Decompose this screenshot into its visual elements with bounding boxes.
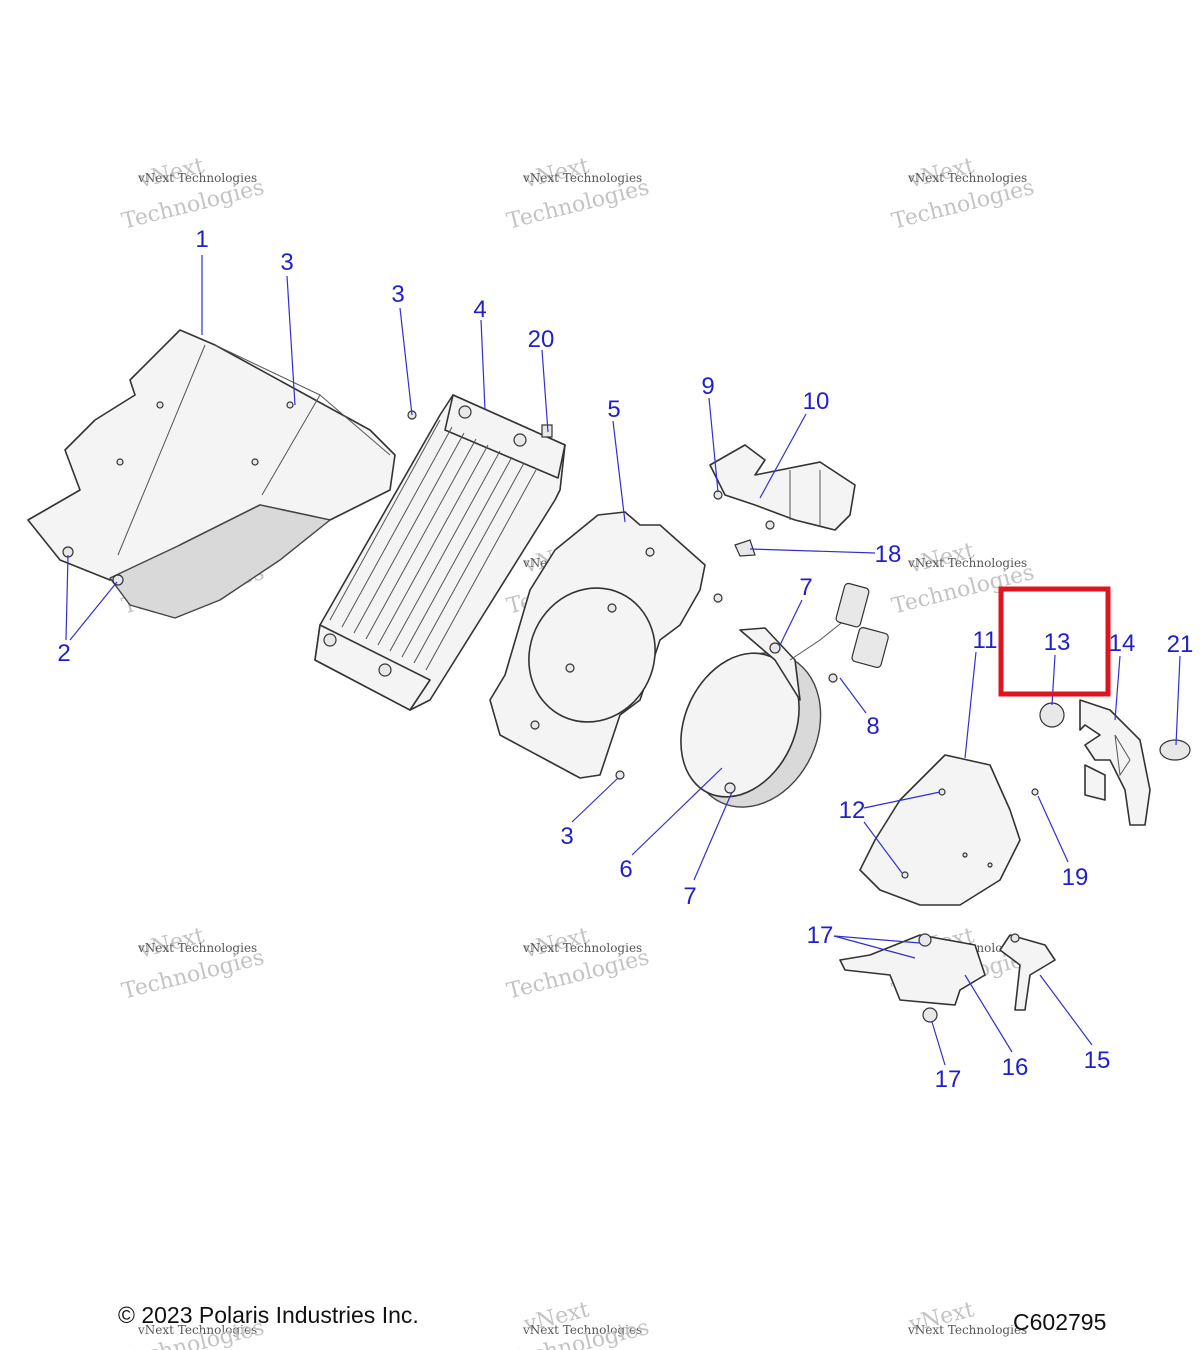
callout-7: 7 xyxy=(683,883,696,910)
svg-text:vNext Technologies: vNext Technologies xyxy=(907,556,1027,570)
callout-11: 11 xyxy=(973,627,998,654)
watermark: vNext vNext Technologies Technologies xyxy=(119,153,266,234)
diagram-code: C602795 xyxy=(1013,1309,1107,1335)
part-fan-shroud-plate xyxy=(489,511,706,779)
watermark: vNext vNext Technologies Technologies xyxy=(889,153,1036,234)
callout-1: 1 xyxy=(195,226,208,253)
callout-8: 8 xyxy=(866,713,879,740)
watermark: vNext vNext Technologies Technologies xyxy=(504,153,651,234)
svg-text:vNext Technologies: vNext Technologies xyxy=(137,171,257,185)
svg-text:vNext Technologies: vNext Technologies xyxy=(137,1323,257,1337)
callout-18: 18 xyxy=(875,541,902,568)
svg-text:vNext Technologies: vNext Technologies xyxy=(137,941,257,955)
callout-16: 16 xyxy=(1002,1054,1029,1081)
svg-text:vNext Technologies: vNext Technologies xyxy=(907,171,1027,185)
callout-3: 3 xyxy=(280,249,293,276)
watermark: vNext vNext Technologies Technologies xyxy=(119,923,266,1004)
radiator-fins xyxy=(329,419,537,671)
callout-4: 4 xyxy=(473,296,486,323)
callout-21: 21 xyxy=(1167,631,1194,658)
callout-13: 13 xyxy=(1044,629,1071,656)
callout-10: 10 xyxy=(803,388,830,415)
svg-text:vNext Technologies: vNext Technologies xyxy=(522,941,642,955)
watermark: vNext vNext Technologies xyxy=(906,1297,1028,1337)
svg-text:vNext Technologies: vNext Technologies xyxy=(522,1323,642,1337)
part-lower-brackets xyxy=(839,933,1056,1023)
watermark: vNext vNext Technologies Technologies xyxy=(504,923,651,1004)
callout-3: 3 xyxy=(391,281,404,308)
callout-5: 5 xyxy=(607,396,620,423)
part-fan xyxy=(680,582,889,808)
callout-19: 19 xyxy=(1062,864,1089,891)
callout-6: 6 xyxy=(619,856,632,883)
part-cap-and-bracket xyxy=(1031,699,1191,826)
svg-text:vNext Technologies: vNext Technologies xyxy=(907,1323,1027,1337)
watermark: vNext vNext Technologies Technologies xyxy=(889,538,1036,619)
part-bracket xyxy=(709,444,856,557)
copyright-text: © 2023 Polaris Industries Inc. xyxy=(118,1302,419,1328)
callout-12: 12 xyxy=(839,797,866,824)
watermark: vNext vNext Technologies Technologies xyxy=(504,1297,651,1350)
callout-15: 15 xyxy=(1084,1047,1111,1074)
svg-text:vNext Technologies: vNext Technologies xyxy=(522,171,642,185)
callout-2: 2 xyxy=(57,640,70,667)
callout-labels: 1 3 3 4 20 5 9 10 18 7 8 11 13 14 21 2 3… xyxy=(57,226,1193,1093)
part-shroud xyxy=(27,329,396,619)
leader-lines xyxy=(65,255,1181,1066)
part-guard-plate xyxy=(859,754,1021,906)
callout-3: 3 xyxy=(560,823,573,850)
callout-14: 14 xyxy=(1109,630,1136,657)
callout-17: 17 xyxy=(807,922,834,949)
callout-17: 17 xyxy=(935,1066,962,1093)
part-radiator xyxy=(314,394,566,711)
callout-9: 9 xyxy=(701,373,714,400)
callout-7: 7 xyxy=(799,574,812,601)
highlight-box xyxy=(998,586,1111,697)
callout-20: 20 xyxy=(528,326,555,353)
